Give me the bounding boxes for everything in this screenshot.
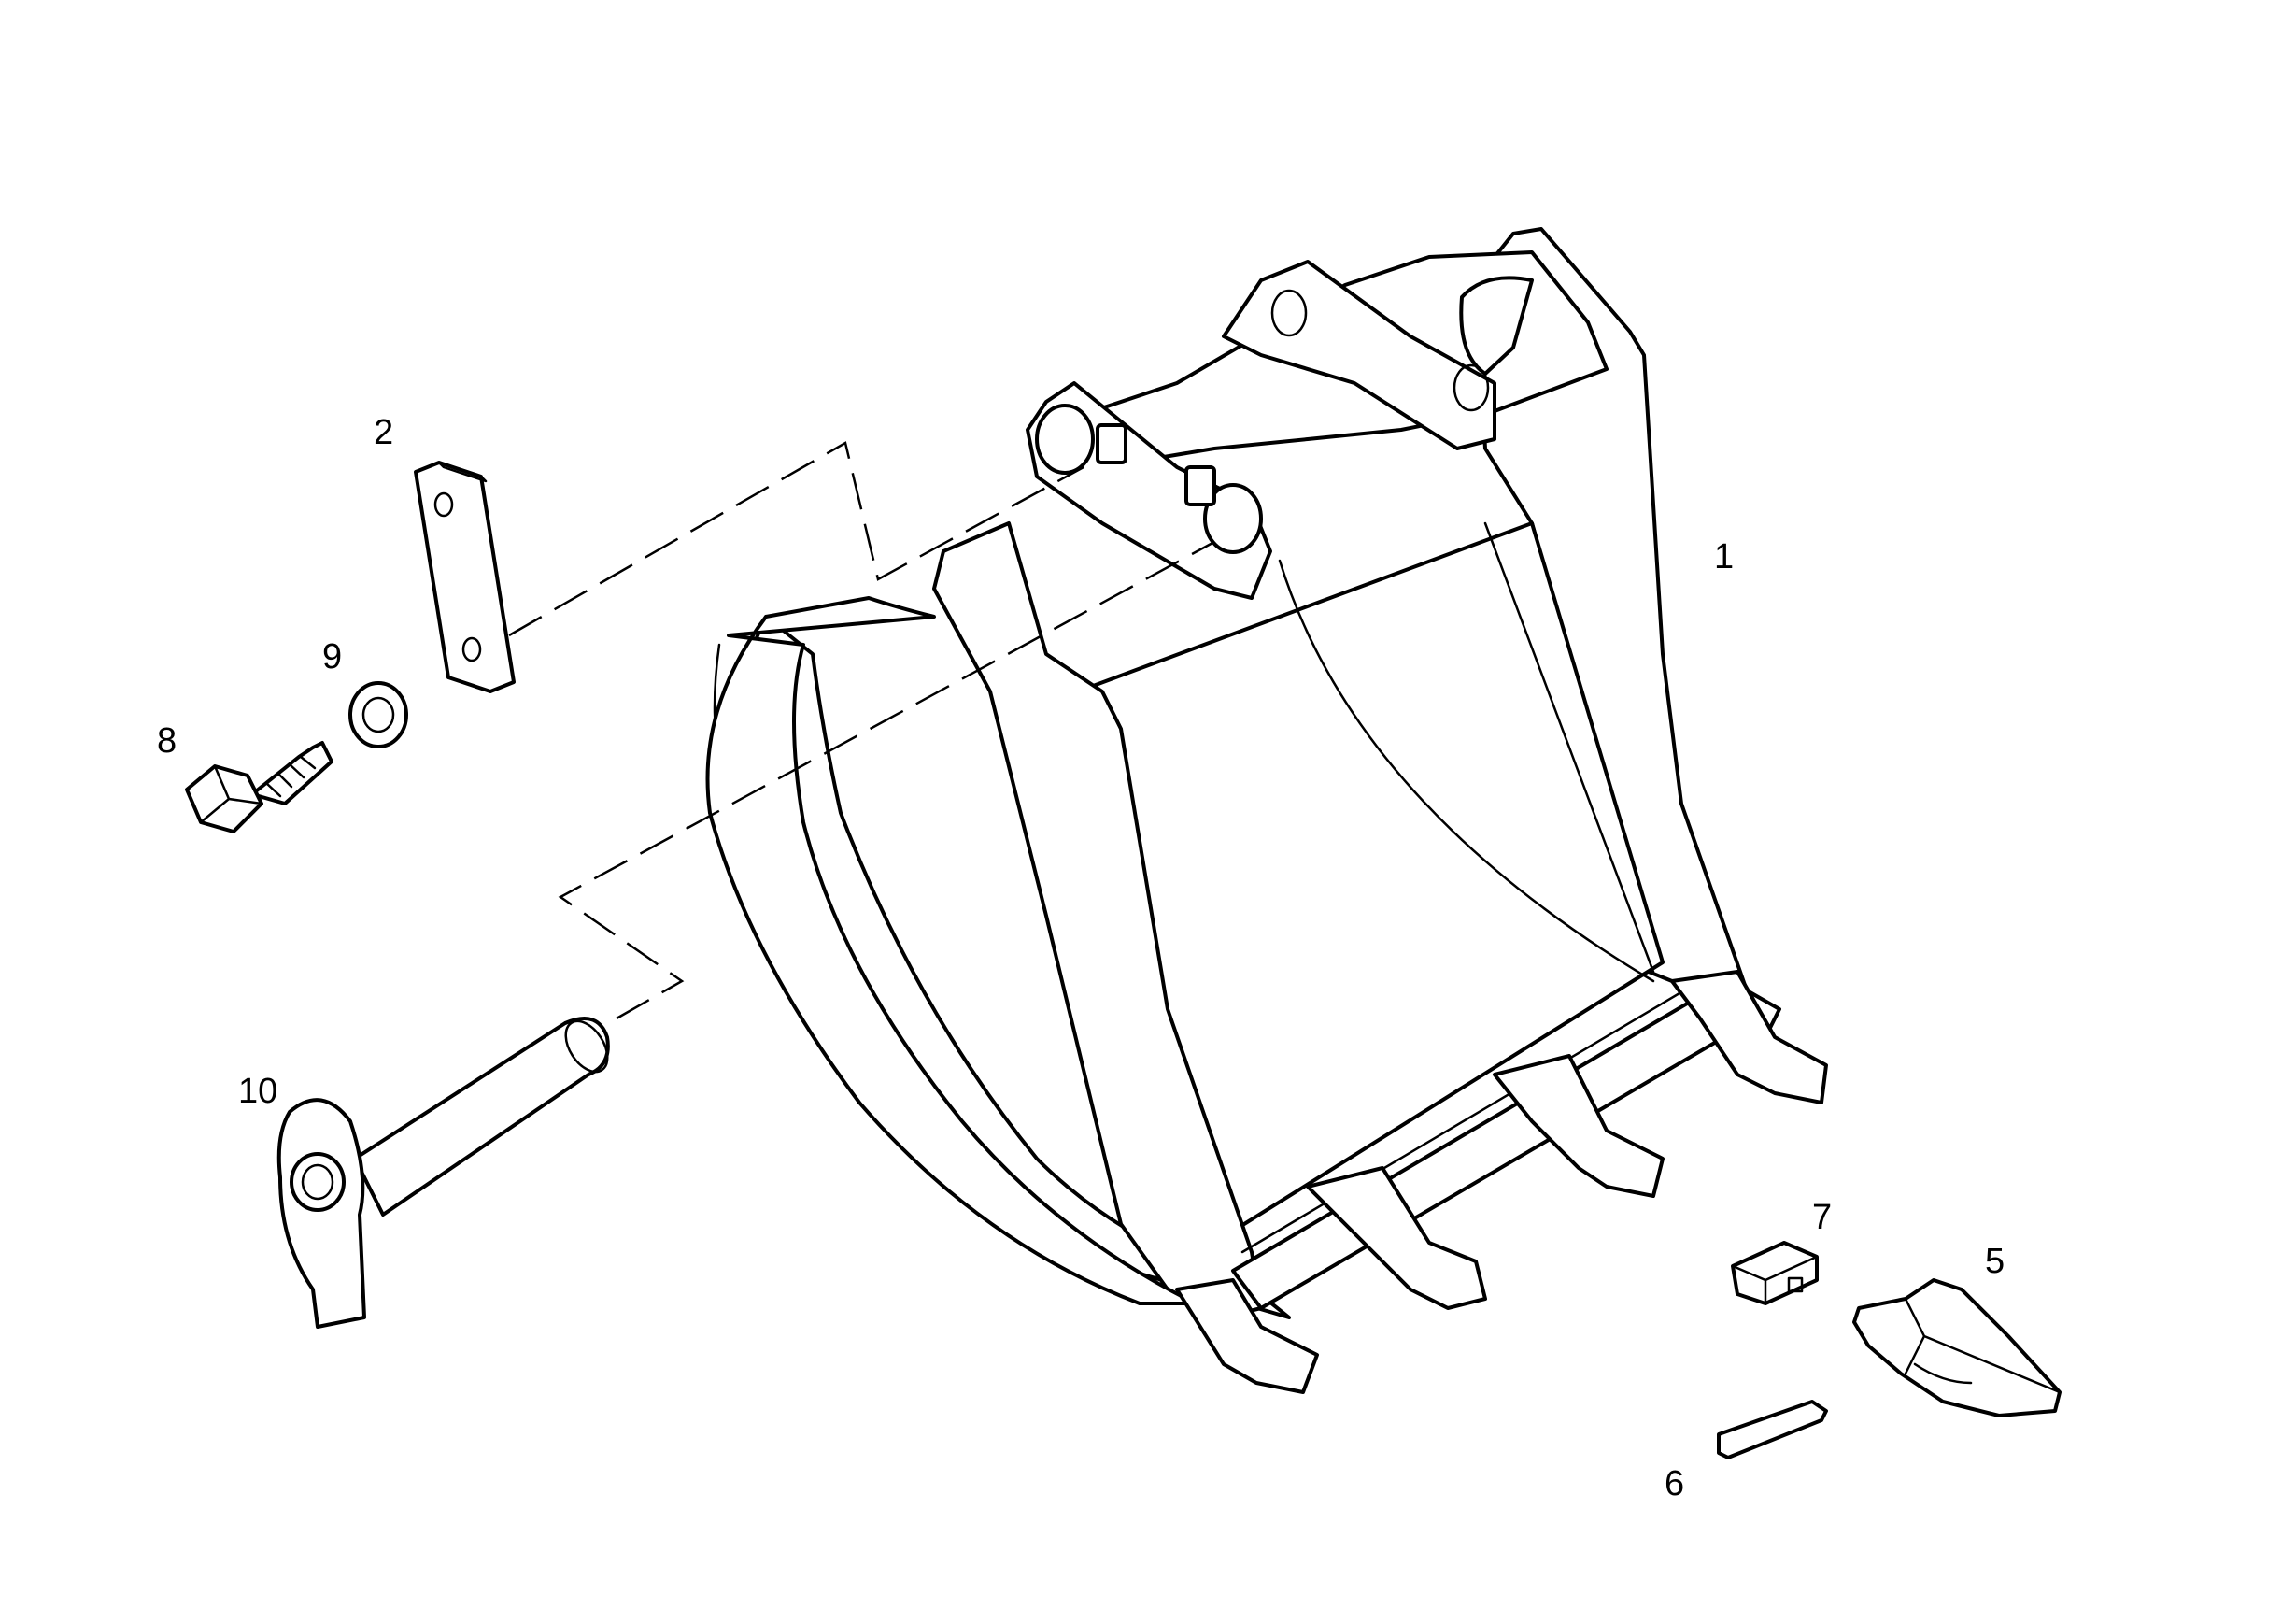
retainer-part [1717,1400,1828,1459]
callout-tooth-point: 5 [1985,1242,2005,1281]
callout-pin: 10 [238,1072,277,1111]
bucket-part [705,227,1828,1394]
lock-part [1731,1241,1819,1305]
pin-part [276,1017,610,1329]
plate-part [414,461,516,693]
tooth-point-part [1852,1278,2062,1417]
callout-plate: 2 [374,413,393,452]
callout-bucket: 1 [1714,537,1734,577]
washer-part [348,681,408,748]
bolt-part [185,741,333,833]
assembly-centerlines [508,441,1215,1020]
callout-bolt: 8 [157,721,177,761]
callout-lock: 7 [1812,1198,1832,1237]
callouts: 1 2 5 6 7 8 9 10 [157,413,2005,1503]
callout-washer: 9 [322,637,342,676]
callout-retainer: 6 [1665,1464,1684,1503]
